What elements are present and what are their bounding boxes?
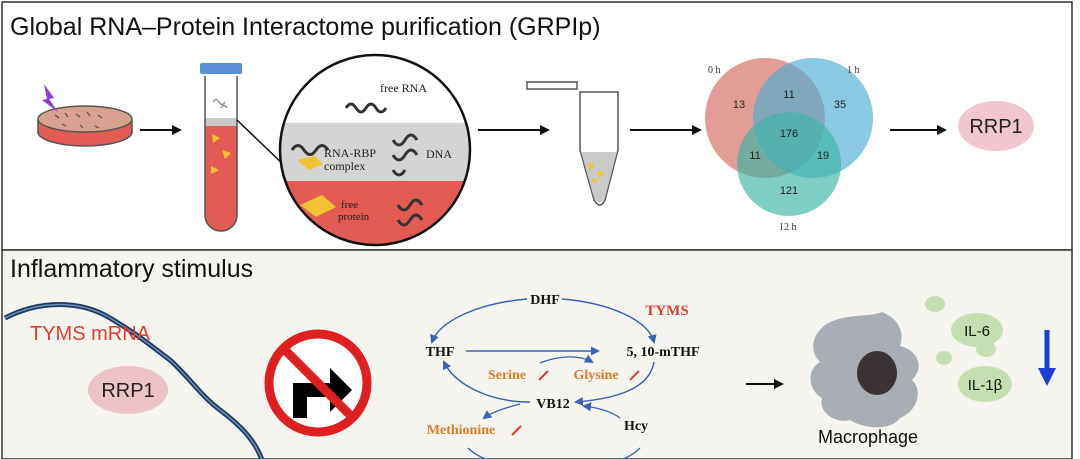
venn-value-all: 176: [780, 128, 798, 140]
rrp1-label-top: RRP1: [969, 116, 1022, 138]
rrp1-label-bottom: RRP1: [101, 380, 154, 402]
macrophage-label: Macrophage: [818, 427, 918, 447]
node-vb12: VB12: [536, 397, 569, 412]
node-mthf: 5, 10-mTHF: [626, 345, 699, 360]
venn-label-0h: 0 h: [708, 65, 721, 76]
label-rna-rbp: RNA-RBP: [324, 146, 376, 160]
magnifier-circle: [280, 55, 470, 245]
label-complex: complex: [324, 159, 365, 173]
macrophage-nucleus: [857, 351, 897, 395]
venn-value-only-12h: 121: [780, 185, 798, 197]
rrp1-badge-bottom: [88, 366, 168, 414]
cytokine-dot: [976, 341, 996, 357]
bottom-panel-title: Inflammatory stimulus: [10, 255, 254, 283]
cytokine-il6: IL-6: [964, 323, 990, 340]
node-methionine: Methionine: [427, 423, 495, 438]
cytokine-bubble-il6: [951, 313, 1003, 347]
petri-dish: [37, 105, 133, 147]
label-free: free: [341, 199, 358, 211]
rrp1-badge-top: [958, 101, 1034, 151]
venn-value-0h-12h: 11: [749, 150, 760, 162]
methionine-up-arrow: [511, 425, 522, 436]
cytokine-dot: [936, 351, 952, 365]
venn-value-only-1h: 35: [834, 99, 846, 111]
folate-pathway: [430, 298, 657, 459]
eppendorf-tube: [526, 81, 619, 206]
cytokine-dot: [925, 296, 945, 312]
prohibition-sign: [264, 329, 372, 437]
serine-up-arrow: [538, 370, 549, 381]
glysine-up-arrow: [629, 370, 640, 381]
tyms-mrna-label: TYMS mRNA: [30, 323, 151, 345]
node-thf: THF: [426, 345, 455, 360]
enzyme-tyms: TYMS: [645, 303, 688, 319]
node-glysine: Glysine: [573, 368, 618, 383]
top-panel-title: Global RNA–Protein Interactome purificat…: [10, 13, 601, 41]
label-protein: protein: [338, 211, 370, 223]
decrease-arrow-icon: [1038, 330, 1056, 386]
venn-diagram: 0 h 1 h 12 h 13 35 11 176 11 19 121: [705, 58, 873, 233]
test-tube: [200, 63, 242, 232]
venn-circle-12h: [737, 112, 841, 216]
venn-value-1h-12h: 19: [817, 150, 829, 162]
label-dna: DNA: [426, 147, 452, 161]
venn-label-12h: 12 h: [779, 222, 797, 233]
node-serine: Serine: [488, 368, 526, 383]
cytokine-bubble-il1b: [958, 366, 1012, 402]
node-dhf: DHF: [530, 293, 560, 308]
venn-label-1h: 1 h: [847, 65, 860, 76]
label-free-rna: free RNA: [380, 81, 427, 95]
node-hcy: Hcy: [624, 419, 648, 434]
lightning-icon: [42, 84, 58, 112]
cytokine-il1b: IL-1β: [968, 377, 1003, 394]
venn-value-0h-1h: 11: [783, 89, 794, 101]
venn-value-only-0h: 13: [733, 99, 745, 111]
